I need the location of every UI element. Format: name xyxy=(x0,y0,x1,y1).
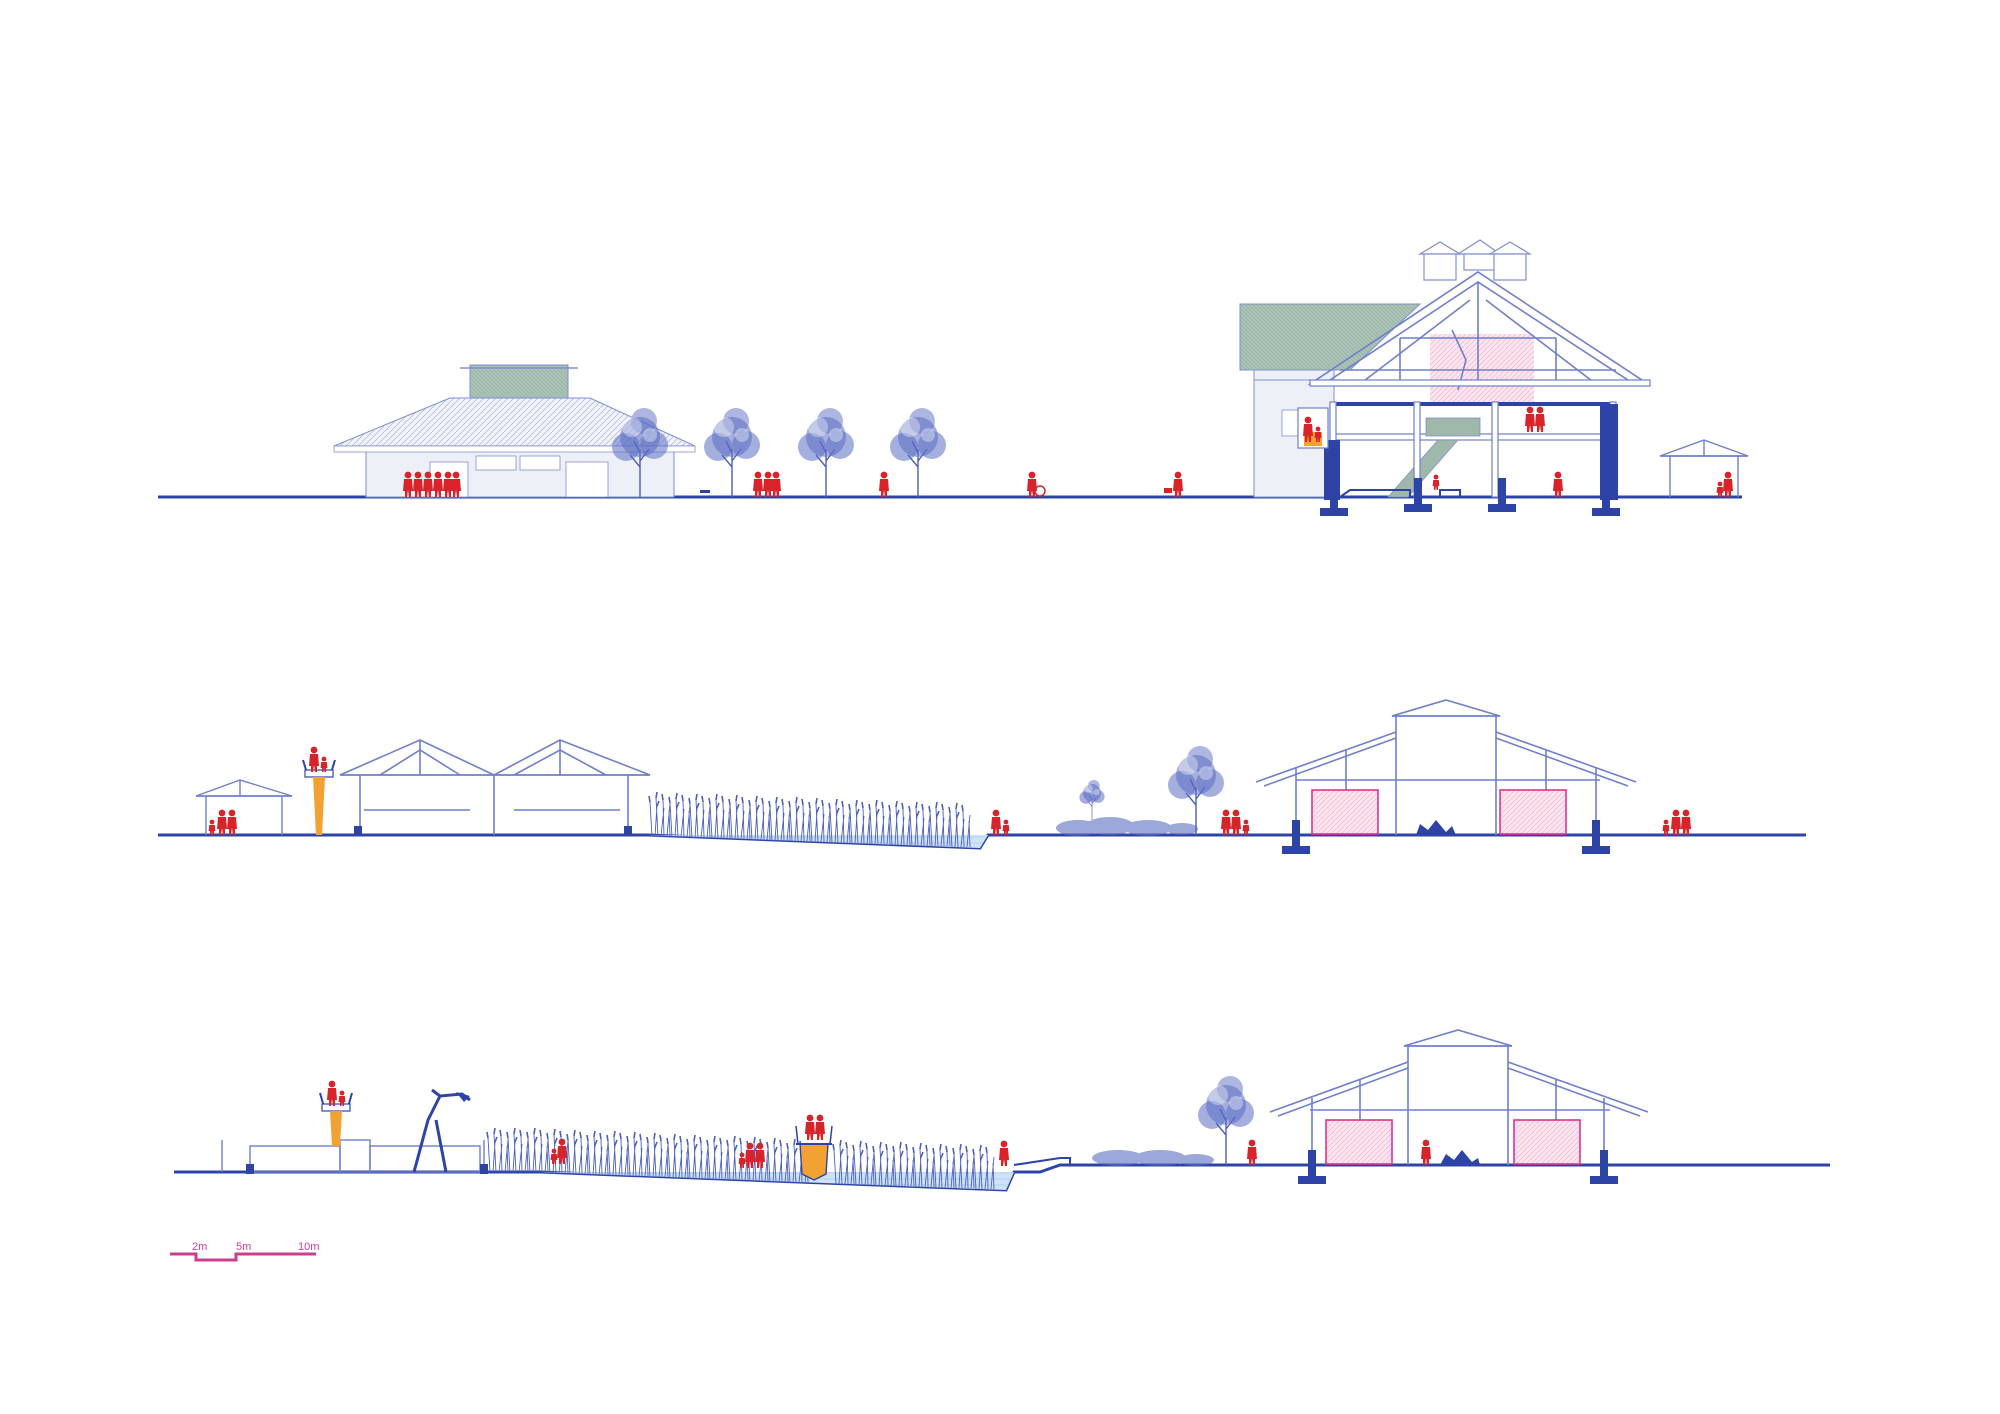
pavilion-right xyxy=(1659,439,1749,497)
floating-platform xyxy=(795,1114,833,1181)
scale-label-5m: 5m xyxy=(236,1241,251,1253)
twin-shed-section xyxy=(339,739,651,835)
watch-tower-2 xyxy=(319,1080,353,1146)
garden-walls xyxy=(221,1139,485,1173)
main-building-section xyxy=(1239,239,1651,516)
shrubs-3 xyxy=(1092,1150,1214,1166)
scale-bar: 2m 5m 10m xyxy=(170,1241,319,1262)
section-1 xyxy=(158,239,1749,516)
scale-label-10m: 10m xyxy=(298,1241,319,1253)
watch-tower-1 xyxy=(302,746,336,835)
reed-bed-1 xyxy=(648,791,971,848)
section-2 xyxy=(158,699,1806,854)
bird-sculpture xyxy=(412,1088,471,1173)
large-hall-section-2 xyxy=(1255,699,1637,854)
large-hall-section-3 xyxy=(1269,1029,1649,1184)
shrubs-2 xyxy=(1056,817,1198,836)
scale-label-2m: 2m xyxy=(192,1241,207,1253)
pavilion-left xyxy=(195,779,293,835)
section-3 xyxy=(174,1029,1830,1192)
pedestrians xyxy=(753,471,1183,497)
